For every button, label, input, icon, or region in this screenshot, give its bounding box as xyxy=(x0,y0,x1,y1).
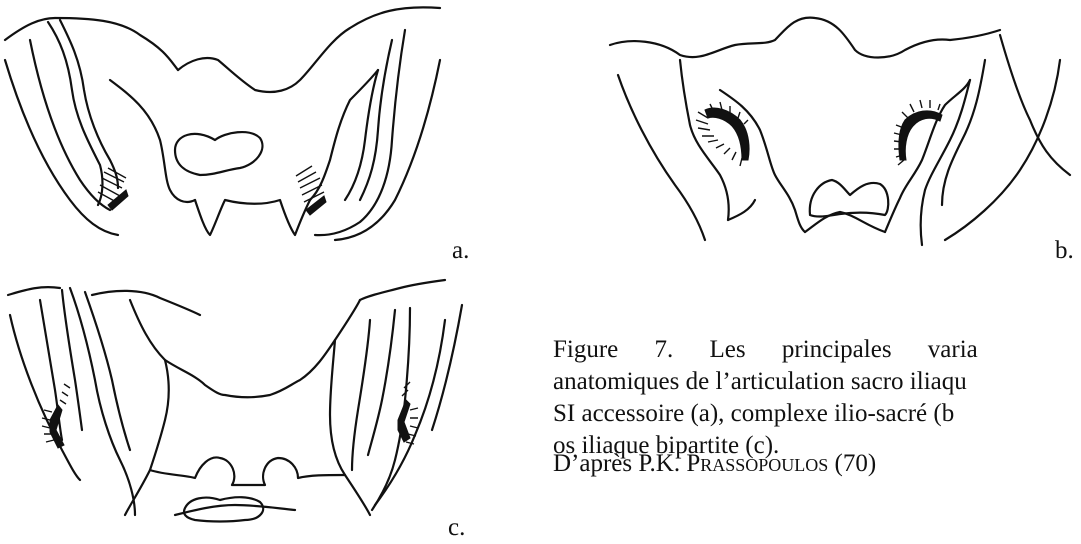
panel-a-label: a. xyxy=(452,238,469,263)
figure-caption: Figure 7. Les principales varia anatomiq… xyxy=(553,334,1081,462)
credit-author: Prassopoulos xyxy=(686,450,828,477)
panel-b-drawing xyxy=(600,0,1081,260)
caption-line-2: anatomiques de l’articulation sacro ilia… xyxy=(553,366,1081,398)
panel-a-drawing xyxy=(0,0,460,250)
caption-line-1: Figure 7. Les principales varia xyxy=(553,334,1081,366)
caption-line-3: SI accessoire (a), complexe ilio-sacré (… xyxy=(553,398,1081,430)
figure-credit: D’après P.K. Prassopoulos (70) xyxy=(553,448,876,480)
panel-b-label: b. xyxy=(1055,238,1074,263)
credit-reference: (70) xyxy=(828,450,876,477)
panel-c-label: c. xyxy=(448,515,465,540)
credit-prefix: D’après P.K. xyxy=(553,450,686,477)
pelvis-bipartite-iliac-illustration xyxy=(0,270,470,544)
panel-c-drawing xyxy=(0,270,470,544)
pelvis-ilio-sacral-complex-illustration xyxy=(600,0,1081,260)
pelvis-accessory-joint-illustration xyxy=(0,0,460,250)
